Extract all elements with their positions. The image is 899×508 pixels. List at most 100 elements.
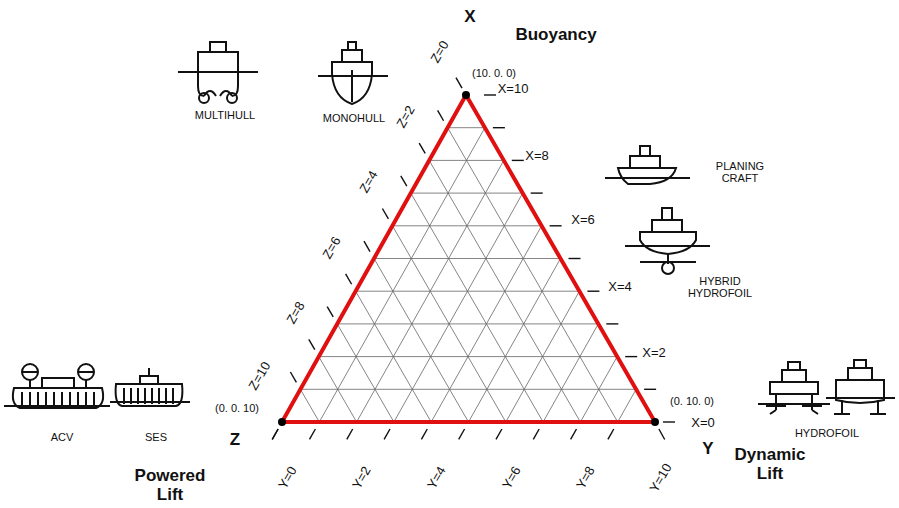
axis-value: Y=8 — [574, 464, 598, 492]
grid-stroke — [606, 323, 618, 324]
grid-stroke — [319, 128, 485, 422]
plot-label: X=0 — [691, 416, 715, 430]
grid-stroke — [300, 389, 636, 390]
grid-stroke — [411, 193, 543, 422]
grid-stroke — [448, 128, 618, 422]
axis-value: Z=10 — [246, 359, 273, 392]
grid-stroke — [456, 78, 462, 88]
plot-label: MULTIHULL — [195, 109, 255, 121]
grid-stroke — [272, 429, 278, 439]
plot-label: ACV — [51, 431, 74, 443]
grid-stroke — [496, 429, 502, 439]
plot-label: HYBRID HYDROFOIL — [680, 275, 760, 299]
axis-value: Y=4 — [425, 464, 449, 492]
ses-icon — [110, 368, 190, 406]
plot-label: X=10 — [498, 82, 529, 96]
grid-stroke — [587, 291, 599, 292]
axis-title: X — [464, 8, 475, 27]
grid-stroke — [569, 258, 581, 259]
grid-stroke — [644, 389, 656, 390]
axis-title: Powered Lift — [130, 468, 210, 505]
plot-label: X=2 — [642, 346, 666, 360]
grid-stroke — [272, 429, 278, 439]
grid-stroke — [506, 291, 580, 422]
axis-title: Dynamic Lift — [730, 446, 810, 483]
grid-stroke — [448, 127, 485, 128]
grid-stroke — [421, 429, 427, 439]
grid-stroke — [429, 160, 504, 161]
grid-stroke — [419, 143, 425, 153]
axis-title: Z — [230, 431, 240, 450]
grid-stroke — [309, 429, 315, 439]
grid-stroke — [290, 372, 296, 382]
grid-stroke — [374, 258, 561, 259]
grid-stroke — [608, 429, 614, 439]
plot-label: X=8 — [525, 149, 549, 163]
grid-stroke — [392, 226, 505, 422]
grid-stroke — [550, 225, 562, 226]
axis-title: Y — [702, 440, 713, 459]
axis-value: Z=2 — [394, 104, 418, 131]
hybrid-hydrofoil-icon — [625, 208, 710, 274]
hydrofoil-icon — [758, 360, 895, 414]
tick-marks — [272, 78, 675, 440]
triangle-outline — [282, 95, 655, 422]
grid-stroke — [392, 225, 541, 226]
grid-stroke — [347, 429, 353, 439]
vertex-dot — [651, 418, 659, 426]
grid-stroke — [459, 429, 465, 439]
plot-label: (0. 10. 0) — [670, 395, 714, 407]
grid-stroke — [411, 193, 523, 194]
grid-stroke — [533, 429, 539, 439]
grid-stroke — [484, 94, 496, 95]
multihull-icon — [178, 42, 258, 103]
planing-craft-icon — [605, 146, 690, 184]
grid-stroke — [337, 324, 394, 422]
grid-stroke — [319, 357, 357, 422]
axis-value: Y=6 — [500, 464, 524, 492]
plot-label: X=6 — [571, 213, 595, 227]
grid-stroke — [531, 192, 543, 193]
grid-lines — [300, 128, 636, 422]
grid-stroke — [356, 291, 580, 292]
grid-stroke — [364, 241, 370, 251]
grid-stroke — [401, 176, 407, 186]
axis-value: Y=2 — [350, 464, 374, 492]
plot-label: MONOHULL — [323, 112, 385, 124]
grid-stroke — [580, 357, 617, 422]
grid-stroke — [618, 389, 636, 422]
grid-stroke — [356, 291, 432, 422]
plot-label: (0. 0. 10) — [215, 402, 259, 414]
plot-label: X=4 — [608, 280, 632, 294]
grid-stroke — [384, 429, 390, 439]
grid-stroke — [327, 307, 333, 317]
grid-stroke — [382, 208, 388, 218]
axis-title: Buoyancy — [515, 26, 596, 45]
axis-value: Z=8 — [284, 300, 308, 327]
grid-stroke — [337, 323, 598, 324]
grid-stroke — [663, 421, 675, 422]
vertex-dot — [278, 418, 286, 426]
grid-stroke — [625, 356, 637, 357]
grid-stroke — [659, 429, 665, 439]
grid-stroke — [431, 226, 541, 422]
axis-value: Y=0 — [276, 464, 300, 492]
plot-label: HYDROFOIL — [795, 427, 859, 439]
acv-icon — [4, 364, 110, 408]
grid-stroke — [438, 110, 444, 120]
plot-label: SES — [145, 431, 167, 443]
grid-stroke — [571, 429, 577, 439]
grid-stroke — [346, 274, 352, 284]
grid-stroke — [543, 324, 598, 422]
axis-value: Z=0 — [428, 39, 452, 66]
axis-value: Z=4 — [357, 169, 381, 196]
plot-label: (10. 0. 0) — [472, 67, 516, 79]
grid-stroke — [512, 160, 524, 161]
axis-value: Z=6 — [320, 235, 344, 262]
vertex-dot — [462, 91, 470, 99]
grid-stroke — [493, 127, 505, 128]
grid-stroke — [374, 259, 469, 423]
plot-label: PLANING CRAFT — [705, 160, 775, 184]
